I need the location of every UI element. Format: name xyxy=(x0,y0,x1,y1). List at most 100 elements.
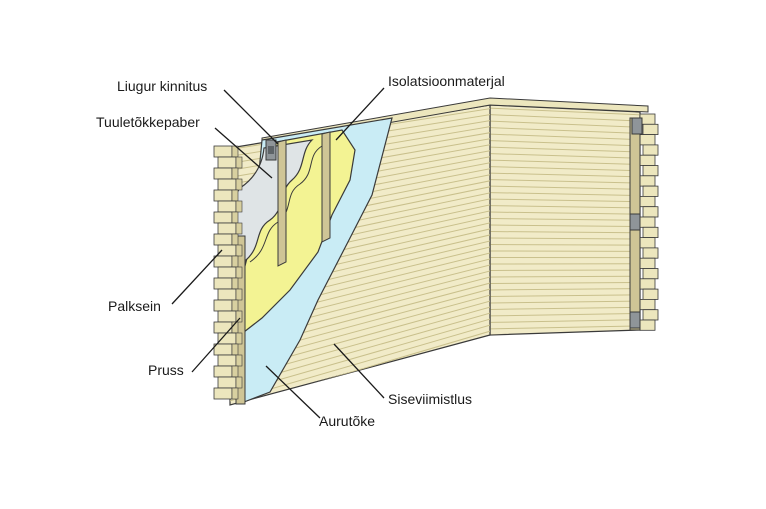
log-side xyxy=(231,233,239,246)
log-end xyxy=(217,222,237,235)
log-end xyxy=(639,175,656,187)
label-palksein: Palksein xyxy=(108,298,161,314)
log-side xyxy=(235,288,243,301)
log-end xyxy=(213,277,233,290)
log-end xyxy=(642,309,659,321)
board-line xyxy=(490,192,640,197)
log-end xyxy=(213,167,233,180)
log-end xyxy=(639,216,656,228)
leader-palksein xyxy=(171,249,223,305)
log-side xyxy=(235,376,243,389)
log-end xyxy=(217,332,237,345)
wind-barrier-paper xyxy=(231,139,314,263)
leader-liugur-kinnitus xyxy=(223,89,279,145)
log-end xyxy=(217,354,237,367)
log-end xyxy=(642,123,659,136)
board-line xyxy=(490,312,640,317)
sliding-bracket-icon xyxy=(629,311,641,329)
board-line xyxy=(490,166,640,172)
batten-vertical-1 xyxy=(277,139,287,267)
board-line xyxy=(490,179,640,184)
board-line xyxy=(490,269,640,271)
board-line xyxy=(490,153,640,159)
log-end xyxy=(642,185,659,197)
label-isolatsioonmaterjal: Isolatsioonmaterjal xyxy=(388,73,505,89)
board-line xyxy=(490,185,640,190)
log-side xyxy=(231,365,239,378)
board-line xyxy=(490,244,640,246)
log-end xyxy=(639,134,656,146)
log-side xyxy=(231,255,239,268)
board-line xyxy=(490,211,640,215)
board-line xyxy=(490,120,640,128)
log-end xyxy=(217,156,237,169)
right-log-column xyxy=(639,113,659,331)
board-line xyxy=(490,237,640,240)
board-line xyxy=(490,127,640,135)
log-end xyxy=(642,226,659,239)
log-end xyxy=(642,165,659,177)
log-side xyxy=(231,387,239,400)
leader-isolatsioonmaterjal xyxy=(335,87,385,141)
log-end xyxy=(217,288,237,301)
board-line xyxy=(490,205,640,209)
board-line xyxy=(490,159,640,166)
log-end xyxy=(217,266,237,279)
batten-vertical-2 xyxy=(321,131,331,243)
log-side xyxy=(235,354,243,367)
board-line xyxy=(490,281,640,284)
label-pruss: Pruss xyxy=(148,362,184,378)
log-end xyxy=(213,343,233,356)
leader-siseviimistlus xyxy=(333,343,385,399)
log-end xyxy=(639,195,656,208)
log-side xyxy=(231,277,239,290)
log-end xyxy=(213,255,233,268)
log-side xyxy=(231,299,239,312)
log-end xyxy=(217,376,237,389)
board-line xyxy=(490,275,640,278)
board-line xyxy=(490,140,640,147)
log-side xyxy=(235,332,243,345)
log-end xyxy=(217,200,237,213)
board-line xyxy=(490,319,640,323)
board-line xyxy=(490,231,640,234)
log-end xyxy=(639,237,656,249)
board-line xyxy=(490,198,640,203)
log-side xyxy=(231,211,239,224)
log-end xyxy=(213,233,233,246)
log-end xyxy=(639,319,656,331)
left-log-column xyxy=(213,145,243,400)
log-end xyxy=(217,178,237,191)
leader-aurutoke xyxy=(265,365,321,419)
sliding-bracket-icon xyxy=(265,139,277,161)
board-line xyxy=(490,224,640,228)
board-line xyxy=(490,288,640,291)
log-side xyxy=(235,178,243,191)
board-line xyxy=(490,133,640,141)
sliding-bracket-icon xyxy=(631,117,643,135)
log-side xyxy=(235,156,243,169)
log-end xyxy=(213,145,233,158)
log-end xyxy=(217,310,237,323)
log-side xyxy=(231,167,239,180)
log-end xyxy=(213,211,233,224)
log-end xyxy=(639,298,656,311)
log-side xyxy=(231,189,239,202)
board-line xyxy=(490,218,640,221)
log-side xyxy=(235,244,243,257)
log-end xyxy=(213,365,233,378)
log-side xyxy=(235,222,243,235)
log-end xyxy=(642,247,659,259)
log-side xyxy=(235,200,243,213)
board-line xyxy=(490,146,640,153)
label-liugur-kinnitus: Liugur kinnitus xyxy=(117,78,208,94)
log-end xyxy=(213,299,233,312)
log-end xyxy=(642,206,659,218)
log-end xyxy=(213,387,233,400)
leader-tuuletokkepaber xyxy=(214,127,273,179)
board-line xyxy=(490,325,640,330)
board-line xyxy=(490,300,640,304)
log-side xyxy=(235,310,243,323)
